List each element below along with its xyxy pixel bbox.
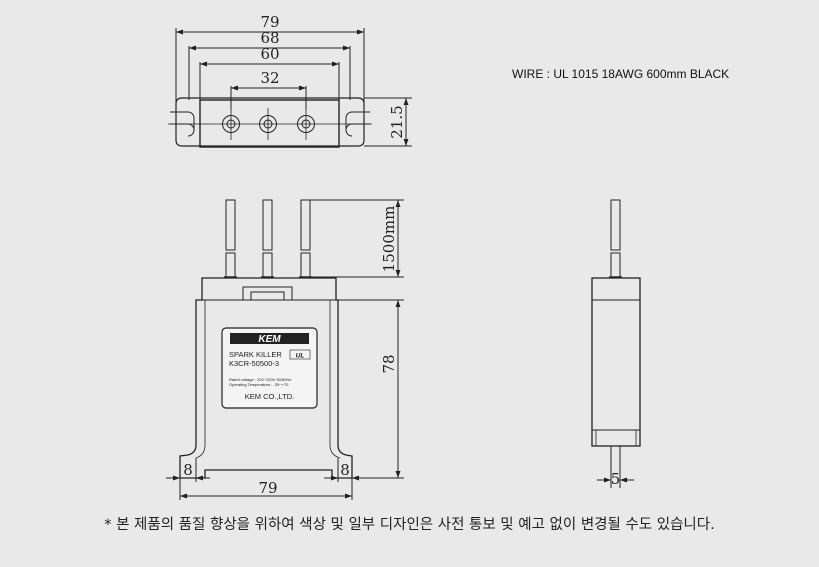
label-spec-line1: Rated voltage : 200~220V 50/60Hz <box>229 377 291 382</box>
dim-overall-width: 79 <box>260 13 279 31</box>
dim-front-height: 78 <box>380 354 398 373</box>
side-view <box>591 199 641 488</box>
dim-side-thickness: 5 <box>611 470 621 488</box>
brand-logo: KEM <box>258 334 281 345</box>
label-product-line2: K3CR-50500-3 <box>229 359 279 368</box>
dim-lead-length: 1500mm <box>380 206 398 273</box>
dim-body-width: 68 <box>260 29 279 47</box>
top-view <box>168 28 412 148</box>
product-label: KEM SPARK KILLER K3CR-50500-3 UL Rated v… <box>229 333 311 401</box>
brand-bar <box>230 333 309 344</box>
dim-top-height: 21.5 <box>388 105 406 138</box>
label-spec-line2: Operating Temperature : -25~+70 <box>229 382 289 387</box>
dim-tab-left: 8 <box>183 461 193 479</box>
label-product-line1: SPARK KILLER <box>229 350 282 359</box>
dim-tab-right: 8 <box>340 461 350 479</box>
dim-terminal-pitch: 32 <box>260 69 279 87</box>
dim-mount-width: 60 <box>260 45 279 63</box>
dim-front-width: 79 <box>258 479 277 497</box>
label-maker: KEM CO.,LTD. <box>245 392 294 401</box>
ul-mark <box>289 349 311 360</box>
wire-spec-note: WIRE : UL 1015 18AWG 600mm BLACK <box>512 67 730 81</box>
ul-mark-text: UL <box>296 353 305 360</box>
front-view <box>166 199 404 500</box>
disclaimer-footnote: * 본 제품의 품질 향상을 위하여 색상 및 일부 디자인은 사전 통보 및 … <box>104 517 715 533</box>
